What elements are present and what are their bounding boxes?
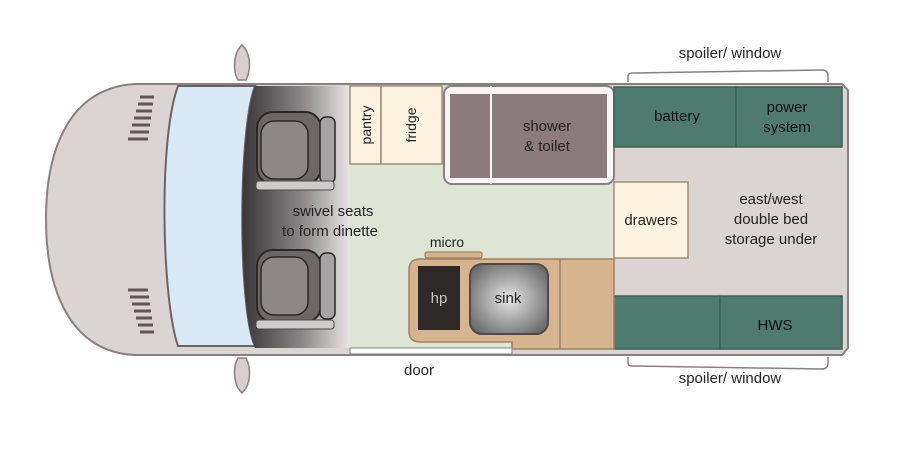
spoiler-bottom-label: spoiler/ window: [679, 370, 782, 387]
shower-label-line1: shower: [523, 118, 571, 135]
battery: [613, 86, 737, 148]
bed-label-line1: east/west: [739, 191, 803, 208]
power-system: [735, 86, 843, 148]
door: [349, 347, 513, 355]
bed-label-line3: storage under: [725, 231, 818, 248]
seat-bottom: [255, 249, 336, 330]
power-label-line2: system: [763, 119, 811, 136]
drawers-label: drawers: [624, 212, 677, 229]
shower-label-line2: & toilet: [524, 138, 571, 155]
windscreen: [163, 85, 257, 347]
door-label: door: [404, 362, 434, 379]
hp-label: hp: [431, 290, 448, 307]
micro-label: micro: [430, 234, 464, 250]
microwave: [424, 251, 483, 259]
hws-label: HWS: [758, 317, 793, 334]
shower-toilet: [450, 94, 607, 178]
spoiler-bottom-bracket: [627, 357, 829, 370]
pantry: [349, 85, 382, 165]
bottom-vent: [128, 288, 154, 334]
pantry-label: pantry: [358, 106, 374, 145]
left-mirror: [233, 44, 251, 81]
drawers: [613, 181, 689, 259]
hws: [719, 295, 843, 350]
spoiler-top-bracket: [627, 69, 829, 82]
sink-label: sink: [495, 290, 522, 307]
top-vent: [128, 95, 154, 141]
fridge: [380, 85, 443, 165]
sink: [469, 263, 549, 335]
fridge-label: fridge: [403, 107, 419, 142]
swivel-label-line2: to form dinette: [282, 223, 378, 240]
spoiler-top-label: spoiler/ window: [679, 45, 782, 62]
right-mirror: [233, 357, 251, 394]
cooktop: [418, 266, 460, 330]
power-label-line1: power: [767, 99, 808, 116]
bed-label-line2: double bed: [734, 211, 808, 228]
battery-label: battery: [654, 108, 700, 125]
swivel-label-line1: swivel seats: [293, 203, 374, 220]
storage-left: [613, 295, 721, 350]
seat-top: [255, 111, 336, 191]
